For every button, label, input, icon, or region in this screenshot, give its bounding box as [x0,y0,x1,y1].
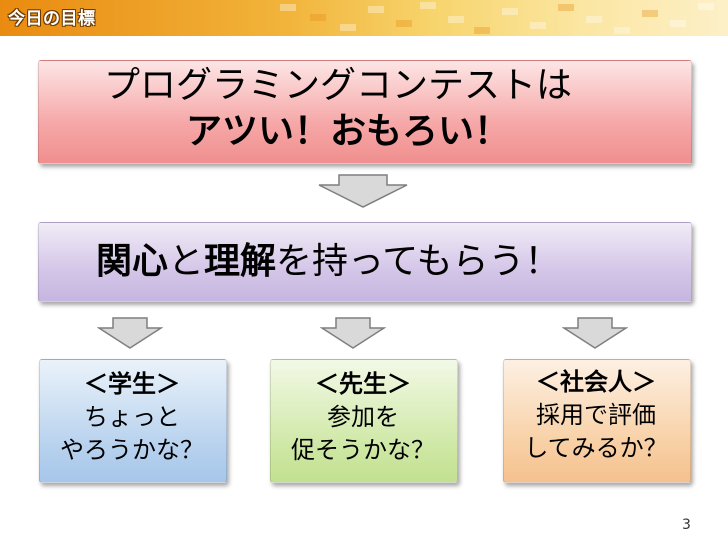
audience-students-text: ＜学生＞ ちょっと やろうかな？ [39,368,225,467]
audience-line: 参加を [327,403,399,431]
goal-connector: と [168,241,205,282]
goal-text: 関心と理解を持ってもらう！ [96,240,560,284]
audience-heading: ＜社会人＞ [536,368,656,396]
goal-ending: を持ってもらう！ [276,241,561,282]
audience-working-adults-text: ＜社会人＞ 採用で評価 してみるか？ [503,366,689,465]
down-arrow-icon [320,317,386,349]
title-bar-pattern [270,0,728,36]
audience-heading: ＜学生＞ [84,370,180,398]
down-arrow-icon [562,317,628,349]
audience-line: 採用で評価 [536,401,656,429]
audience-line: ちょっと [84,403,180,431]
page-number: 3 [682,517,691,533]
audience-box-students [39,359,227,483]
goal-box [38,222,692,302]
audience-box-working-adults [503,359,691,483]
audience-line: 促そうかな？ [291,436,435,464]
main-message-line2: アツい！おもろい！ [186,111,511,152]
goal-keyword-understanding: 理解 [204,241,277,282]
audience-heading: ＜先生＞ [315,370,411,398]
audience-line: やろうかな？ [60,436,204,464]
audience-teachers-text: ＜先生＞ 参加を 促そうかな？ [270,368,456,467]
goal-keyword-interest: 関心 [96,241,169,282]
audience-line: してみるか？ [524,434,668,462]
audience-box-teachers [270,359,458,483]
main-message-line1: プログラミングコンテストは [104,65,573,106]
title-bar: 今日の目標 [0,0,728,36]
slide-title: 今日の目標 [8,9,96,29]
down-arrow-icon [318,174,408,208]
main-message-box [38,60,692,164]
down-arrow-icon [97,317,163,349]
